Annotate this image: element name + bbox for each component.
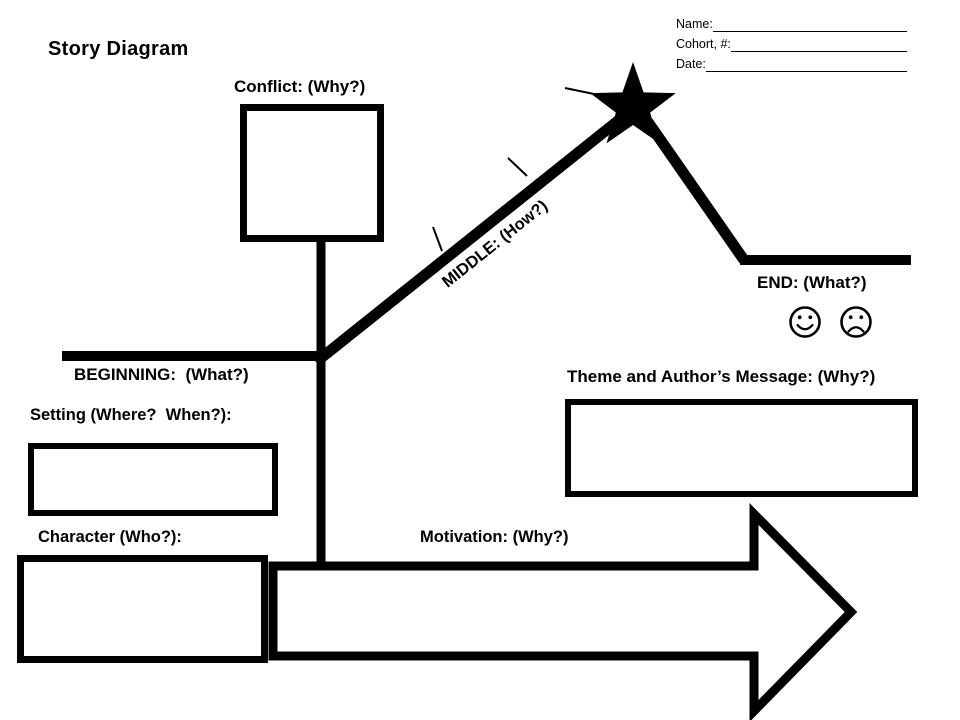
- cohort-field: Cohort, #:: [676, 32, 907, 52]
- theme-writein-box[interactable]: [565, 399, 918, 497]
- name-input-line[interactable]: [712, 17, 907, 32]
- end-falling-line: [643, 118, 749, 264]
- character-label: Character (Who?):: [38, 528, 182, 546]
- motivation-arrow: [268, 503, 858, 720]
- end-label: END: (What?): [757, 273, 867, 292]
- setting-label: Setting (Where? When?):: [30, 406, 232, 424]
- frowny-face-icon[interactable]: [840, 306, 872, 338]
- motivation-label: Motivation: (Why?): [420, 528, 569, 546]
- name-label: Name:: [676, 17, 713, 31]
- middle-rising-line: [312, 111, 628, 367]
- date-input-line[interactable]: [705, 57, 907, 72]
- cohort-label: Cohort, #:: [676, 37, 731, 51]
- theme-label: Theme and Author’s Message: (Why?): [567, 367, 876, 386]
- name-field: Name:: [676, 12, 907, 32]
- cohort-input-line[interactable]: [730, 37, 907, 52]
- conflict-label: Conflict: (Why?): [234, 77, 366, 96]
- plot-event-tick: [507, 157, 528, 177]
- date-label: Date:: [676, 57, 706, 71]
- setting-writein-box[interactable]: [28, 443, 278, 516]
- student-info-header: Name: Cohort, #: Date:: [676, 12, 907, 72]
- beginning-label: BEGINNING: (What?): [74, 365, 249, 384]
- page-title: Story Diagram: [48, 38, 189, 60]
- star-icon: [590, 62, 676, 144]
- character-writein-box[interactable]: [17, 555, 268, 663]
- smiley-face-icon[interactable]: [789, 306, 821, 338]
- date-field: Date:: [676, 52, 907, 72]
- conflict-writein-box[interactable]: [240, 104, 384, 242]
- plot-event-tick: [432, 226, 443, 252]
